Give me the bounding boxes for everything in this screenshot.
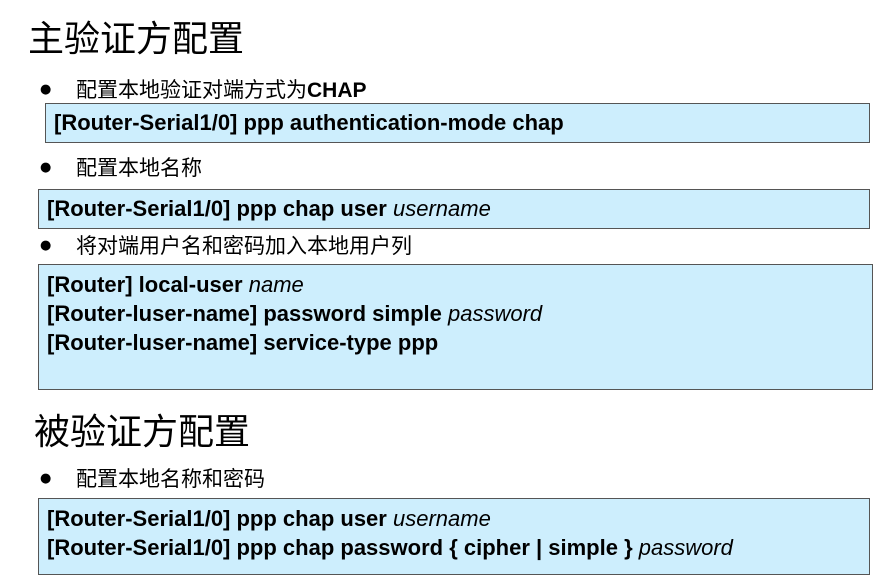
command-keyword: [Router-Serial1/0] ppp chap user (47, 196, 387, 221)
command-keyword: [Router] local-user (47, 272, 243, 297)
bullet-dot-icon: ● (40, 81, 52, 97)
bullet-text: 将对端用户名和密码加入本地用户列 (76, 234, 412, 258)
command-box: [Router-Serial1/0] ppp authentication-mo… (45, 103, 870, 143)
command-argument: username (392, 196, 491, 221)
command-line: [Router-Serial1/0] ppp authentication-mo… (54, 108, 861, 137)
section-title-authenticator: 主验证方配置 (28, 19, 245, 60)
command-line: [Router-Serial1/0] ppp chap user usernam… (47, 504, 861, 533)
bullet-item: ● 将对端用户名和密码加入本地用户列 (40, 232, 412, 258)
bullet-dot-icon: ● (40, 237, 52, 253)
command-line: [Router-luser-name] password simple pass… (47, 299, 864, 328)
command-line: [Router-luser-name] service-type ppp (47, 328, 864, 357)
bullet-item: ● 配置本地名称 (40, 154, 202, 180)
command-keyword: [Router-luser-name] password simple (47, 301, 442, 326)
command-keyword: [Router-Serial1/0] ppp chap password { c… (47, 535, 633, 560)
command-line: [Router-Serial1/0] ppp chap user usernam… (47, 194, 861, 223)
command-line: [Router-Serial1/0] ppp chap password { c… (47, 533, 861, 562)
command-box: [Router] local-user name [Router-luser-n… (38, 264, 873, 390)
command-line: [Router] local-user name (47, 270, 864, 299)
command-keyword: [Router-Serial1/0] ppp authentication-mo… (54, 110, 564, 135)
bullet-item: ● 配置本地名称和密码 (40, 465, 265, 491)
command-box: [Router-Serial1/0] ppp chap user usernam… (38, 498, 870, 575)
command-argument: password (638, 535, 733, 560)
command-argument: name (248, 272, 304, 297)
bullet-text-cn: 配置本地验证对端方式为 (76, 78, 307, 102)
section-title-authenticatee: 被验证方配置 (34, 412, 251, 453)
command-box: [Router-Serial1/0] ppp chap user usernam… (38, 189, 870, 229)
command-keyword: [Router-Serial1/0] ppp chap user (47, 506, 387, 531)
bullet-text: 配置本地名称和密码 (76, 467, 265, 491)
command-argument: password (448, 301, 543, 326)
bullet-text-chap: CHAP (307, 79, 367, 102)
bullet-text: 配置本地验证对端方式为CHAP (76, 74, 367, 104)
bullet-text: 配置本地名称 (76, 156, 202, 180)
bullet-item: ● 配置本地验证对端方式为CHAP (40, 76, 367, 102)
bullet-dot-icon: ● (40, 159, 52, 175)
command-argument: username (392, 506, 491, 531)
bullet-dot-icon: ● (40, 470, 52, 486)
command-keyword: [Router-luser-name] service-type ppp (47, 330, 439, 355)
